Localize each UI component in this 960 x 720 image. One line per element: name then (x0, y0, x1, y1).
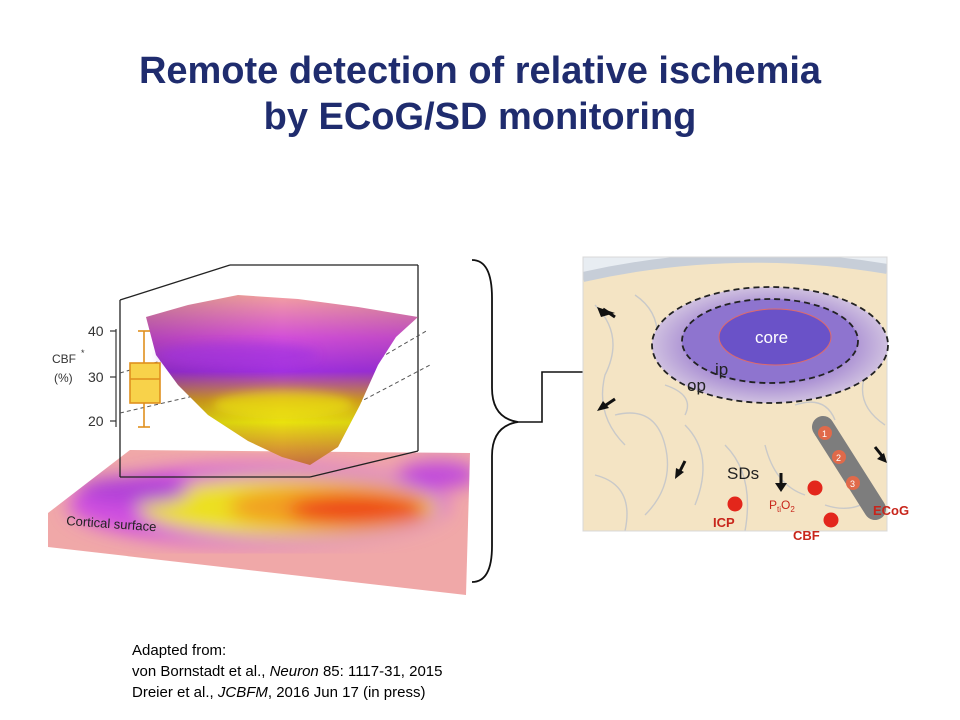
y-axis-label-unit: (%) (54, 371, 73, 385)
ischemia-zones (651, 286, 889, 404)
core-label: core (755, 328, 788, 347)
citation-ref-1: von Bornstadt et al., Neuron 85: 1117-31… (132, 663, 443, 680)
cbf-surface-figure: Cortical surface 40 30 20 CBF * (% (48, 264, 470, 595)
plot-box-front-edges (120, 450, 419, 478)
ecog-label: ECoG (873, 503, 909, 518)
probes (727, 480, 839, 528)
citation-block: Adapted from: von Bornstadt et al., Neur… (132, 640, 443, 703)
pti02-label: PtiO2 (769, 498, 795, 514)
ecog-strip (812, 416, 886, 520)
y-tick-30: 30 (88, 369, 104, 385)
slide-title: Remote detection of relative ischemia by… (0, 48, 960, 140)
contact-3: 3 (850, 479, 855, 489)
sd-arrows (597, 307, 887, 492)
y-tick-20: 20 (88, 413, 104, 429)
sds-label: SDs (727, 464, 759, 483)
op-label: op (687, 376, 706, 395)
y-axis (110, 329, 117, 427)
y-axis-label-star: * (81, 348, 85, 358)
y-tick-40: 40 (88, 323, 104, 339)
contact-1: 1 (822, 429, 827, 439)
cortical-surface-label: Cortical surface (66, 513, 157, 534)
citation-intro: Adapted from: (132, 642, 227, 659)
cortical-surface-plane (48, 450, 470, 595)
cbf-boxplot (129, 330, 161, 428)
plot-box-frame (119, 264, 419, 477)
title-line-2: by ECoG/SD monitoring (263, 96, 697, 138)
citation-ref-2: Dreier et al., JCBFM, 2016 Jun 17 (in pr… (132, 684, 426, 701)
title-line-1: Remote detection of relative ischemia (138, 50, 822, 92)
cbf-label: CBF (793, 528, 820, 543)
contact-2: 2 (836, 453, 841, 463)
icp-label: ICP (713, 515, 735, 530)
ip-label: ip (715, 360, 728, 379)
y-axis-label-cbf: CBF (52, 352, 76, 366)
cbf-3d-surface (146, 295, 418, 465)
brain-monitoring-schematic: core ip op SDs 1 2 3 ICP CBF ECoG PtiO2 (582, 256, 909, 543)
